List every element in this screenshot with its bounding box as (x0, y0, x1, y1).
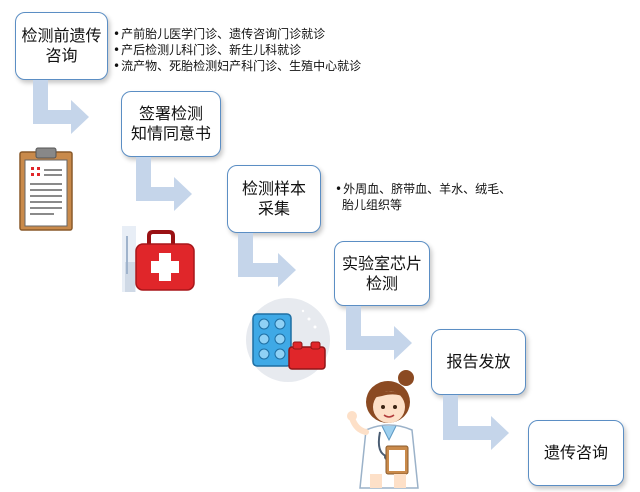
flow-arrow (346, 306, 412, 360)
flow-arrow (443, 395, 509, 450)
step-3-line-1: 检测样本 (241, 179, 306, 198)
doctor-icon (347, 370, 419, 489)
note-line-continued: 胎儿组织等 (342, 198, 403, 212)
note-line: 产前胎儿医学门诊、遗传咨询门诊就诊 (113, 26, 361, 42)
clipboard-icon (19, 147, 73, 231)
step-genetic-counseling: 遗传咨询 (528, 420, 624, 486)
first-aid-kit-icon (122, 226, 195, 292)
step-lab-chip-testing: 实验室芯片 检测 (334, 241, 430, 306)
flow-arrow (33, 80, 89, 134)
step-report-release: 报告发放 (431, 329, 526, 395)
step-informed-consent: 签署检测 知情同意书 (121, 91, 221, 157)
step-4-line-2: 检测 (365, 273, 398, 293)
step-2-line-2: 知情同意书 (130, 124, 211, 143)
lab-plate-icon (246, 298, 330, 382)
step-2-line-1: 签署检测 (138, 104, 203, 123)
step-pre-test-consultation: 检测前遗传 咨询 (15, 12, 108, 80)
flow-arrow (238, 233, 296, 287)
note-line: 产后检测儿科门诊、新生儿科就诊 (113, 42, 361, 58)
step-5-line-1: 报告发放 (446, 352, 511, 371)
step-3-line-2: 采集 (257, 199, 290, 218)
step-1-line-2: 咨询 (45, 46, 78, 65)
flow-arrow (136, 157, 192, 211)
step-4-line-1: 实验室芯片 (341, 253, 422, 273)
step-sample-collection: 检测样本 采集 (227, 165, 321, 233)
note-line: 流产物、死胎检测妇产科门诊、生殖中心就诊 (113, 58, 361, 74)
step-1-line-1: 检测前遗传 (21, 26, 102, 45)
consultation-source-notes: 产前胎儿医学门诊、遗传咨询门诊就诊 产后检测儿科门诊、新生儿科就诊 流产物、死胎… (113, 26, 361, 74)
note-line: 外周血、脐带血、羊水、绒毛、 (335, 181, 511, 197)
sample-type-notes: 外周血、脐带血、羊水、绒毛、 胎儿组织等 (335, 181, 511, 213)
step-6-line-1: 遗传咨询 (543, 443, 608, 462)
